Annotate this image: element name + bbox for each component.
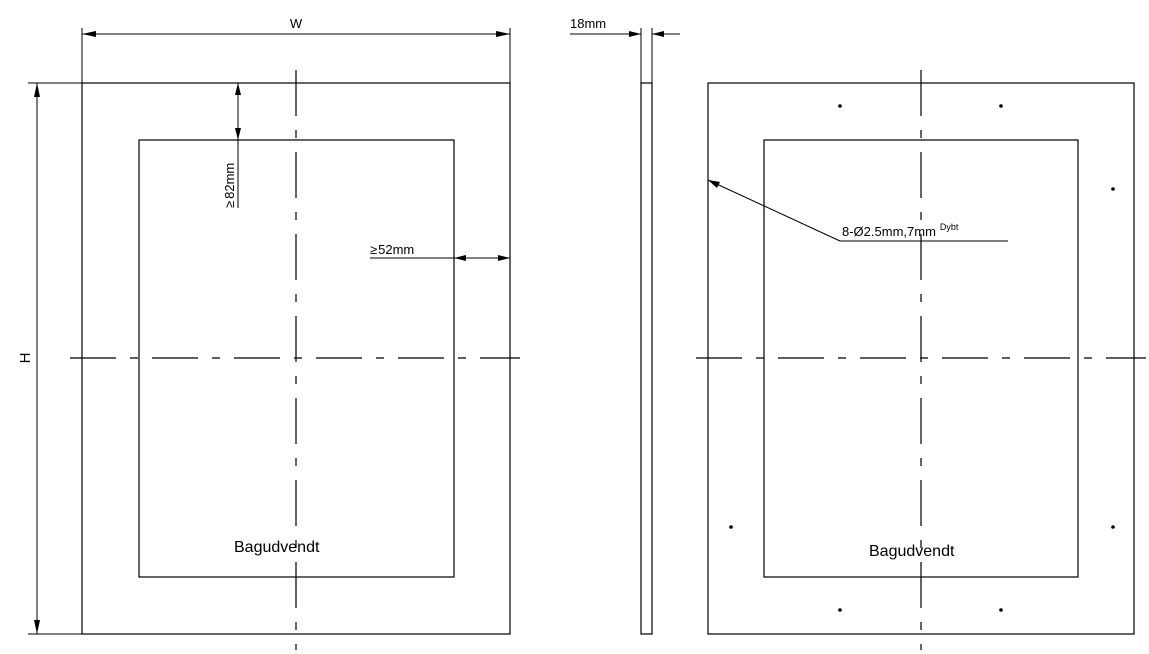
hole: [729, 525, 733, 529]
width-dimension: W: [81, 16, 511, 83]
hole-callout: 8-Ø2.5mm,7mm Dybt: [707, 179, 1008, 242]
thickness-label: 18mm: [570, 16, 606, 31]
side-margin-dimension: ≥52mm: [370, 242, 510, 261]
hole: [1111, 187, 1115, 191]
side-view: 18mm: [570, 16, 680, 635]
mounting-holes: [729, 104, 1115, 612]
front-view: W H ≥82mm ≥52mm: [17, 16, 520, 650]
back-view-label: Bagudvendt: [869, 543, 955, 560]
hole: [838, 104, 842, 108]
height-dimension: H: [17, 82, 510, 635]
hole: [999, 608, 1003, 612]
height-label: H: [17, 353, 34, 364]
side-margin-value: 52mm: [378, 242, 414, 257]
svg-text:≥52mm: ≥52mm: [370, 242, 414, 257]
side-profile: [640, 82, 653, 635]
hole-spec: 8-Ø2.5mm,7mm: [842, 224, 936, 239]
hole: [1111, 525, 1115, 529]
width-label: W: [290, 16, 303, 31]
hole-depth: Dybt: [940, 222, 959, 232]
back-view: 8-Ø2.5mm,7mm Dybt Bagudvendt: [696, 70, 1146, 650]
side-margin-prefix: ≥: [370, 242, 377, 257]
front-view-label: Bagudvendt: [234, 539, 320, 556]
top-margin-prefix: ≥: [222, 201, 237, 208]
hole: [999, 104, 1003, 108]
svg-text:≥82mm: ≥82mm: [222, 163, 237, 208]
top-margin-value: 82mm: [222, 163, 237, 199]
top-margin-dimension: ≥82mm: [222, 83, 241, 208]
hole: [838, 608, 842, 612]
